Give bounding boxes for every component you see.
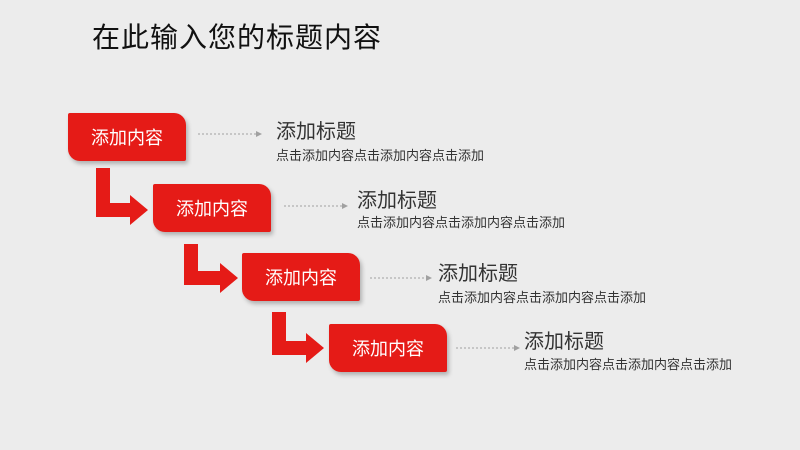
step-description-3: 点击添加内容点击添加内容点击添加 [438, 291, 647, 306]
elbow-arrow-1 [96, 168, 148, 225]
arrowhead-3 [426, 275, 432, 281]
step-box-4: 添加内容 [329, 324, 447, 372]
slide-title: 在此输入您的标题内容 [92, 21, 383, 54]
step-description-4: 点击添加内容点击添加内容点击添加 [524, 358, 733, 373]
dotted-leaders [198, 133, 514, 349]
step-heading-3: 添加标题 [438, 261, 518, 285]
step-heading-1: 添加标题 [276, 119, 356, 143]
arrowhead-2 [342, 203, 348, 209]
arrowhead-1 [256, 131, 262, 137]
step-box-3: 添加内容 [242, 253, 360, 301]
dotted-leader-arrowheads [256, 131, 520, 351]
step-heading-4: 添加标题 [524, 329, 604, 353]
step-description-1: 点击添加内容点击添加内容点击添加 [276, 149, 485, 164]
step-box-2: 添加内容 [153, 184, 271, 232]
arrowhead-4 [514, 345, 520, 351]
elbow-arrows [96, 168, 324, 363]
step-box-1: 添加内容 [68, 113, 186, 161]
step-heading-2: 添加标题 [357, 188, 437, 212]
step-description-2: 点击添加内容点击添加内容点击添加 [357, 216, 566, 231]
elbow-arrow-3 [272, 312, 324, 363]
elbow-arrow-2 [184, 244, 238, 293]
